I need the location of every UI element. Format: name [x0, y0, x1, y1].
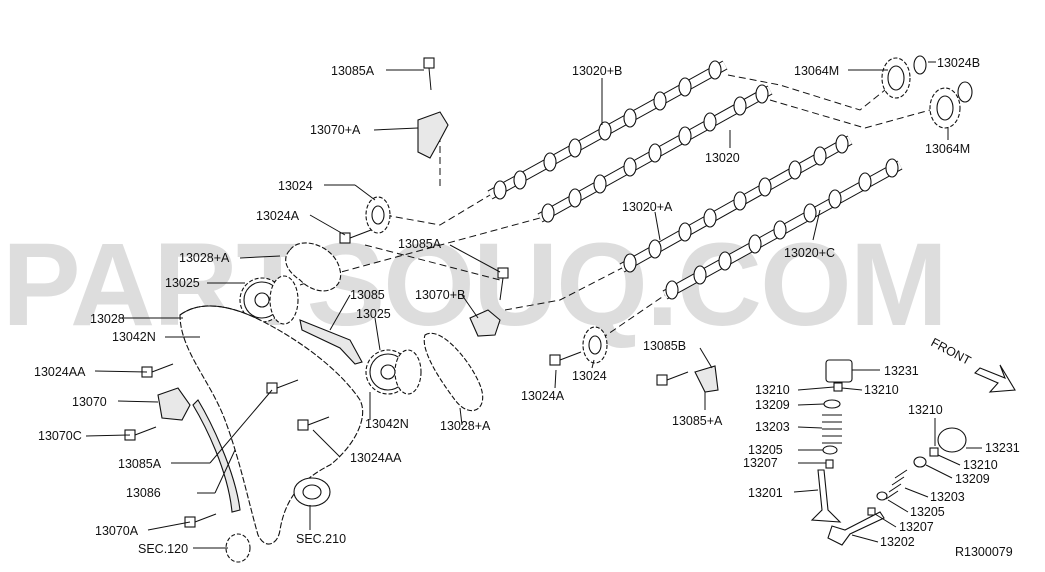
- bolt-13085a-top: [423, 57, 435, 91]
- label-13207-left: 13207: [743, 456, 778, 470]
- label-13064m-right: 13064M: [925, 142, 970, 156]
- bolt-13024a-bottom: [549, 351, 582, 366]
- sprocket-13024-bottom: [582, 326, 608, 364]
- leader-lines: [85, 61, 982, 549]
- sec120-sprocket: [225, 533, 251, 563]
- chain-13028a-top: [285, 242, 342, 292]
- label-13207-right: 13207: [899, 520, 934, 534]
- label-13210-left-2: 13210: [864, 383, 899, 397]
- ring-13024b: [913, 55, 973, 103]
- label-13042n-center: 13042N: [365, 417, 409, 431]
- label-13085a-mid: 13085A: [398, 237, 442, 251]
- camshaft-13020-b: [487, 60, 728, 200]
- label-13024b: 13024B: [937, 56, 980, 70]
- label-13085a-top: 13085A: [331, 64, 375, 78]
- label-13020c: 13020+C: [784, 246, 835, 260]
- label-13020b: 13020+B: [572, 64, 622, 78]
- chain-13028a-bottom: [423, 332, 484, 412]
- front-label: FRONT: [929, 335, 974, 368]
- label-13064m-top: 13064M: [794, 64, 839, 78]
- label-13070c: 13070C: [38, 429, 82, 443]
- label-sec210: SEC.210: [296, 532, 346, 546]
- label-13205-right: 13205: [910, 505, 945, 519]
- tensioner-13070: [157, 387, 191, 421]
- label-13070b: 13070+B: [415, 288, 465, 302]
- guide-13085: [299, 319, 363, 365]
- sec210-sprocket: [293, 477, 331, 507]
- tensioner-13070a-top: [417, 111, 449, 159]
- guide-13086: [192, 399, 241, 513]
- bolt-13085b: [656, 371, 689, 386]
- label-13205-left: 13205: [748, 443, 783, 457]
- valve-stack-left: [810, 359, 853, 523]
- label-13028a-top: 13028+A: [179, 251, 230, 265]
- label-13070a-low: 13070A: [95, 524, 139, 538]
- label-13202: 13202: [880, 535, 915, 549]
- label-13024a-top: 13024A: [256, 209, 300, 223]
- sprocket-13025-left: [239, 275, 299, 325]
- label-13020a: 13020+A: [622, 200, 673, 214]
- bolt-13070c: [124, 426, 157, 441]
- label-13070: 13070: [72, 395, 107, 409]
- camshaft-13020-a: [619, 134, 853, 273]
- valve-stack-right: [827, 427, 967, 546]
- label-13201: 13201: [748, 486, 783, 500]
- label-13085b: 13085B: [643, 339, 686, 353]
- label-13085a-right: 13085+A: [672, 414, 723, 428]
- label-13231-right: 13231: [985, 441, 1020, 455]
- label-13025-center: 13025: [356, 307, 391, 321]
- label-13231-left: 13231: [884, 364, 919, 378]
- label-13210-right-2: 13210: [963, 458, 998, 472]
- label-13024a-bottom: 13024A: [521, 389, 565, 403]
- front-arrow: [974, 364, 1016, 393]
- sprocket-13064m-right: [929, 87, 961, 129]
- label-13028a-bottom: 13028+A: [440, 419, 491, 433]
- bolt-13070a-low: [184, 513, 217, 528]
- label-13085a-low: 13085A: [118, 457, 162, 471]
- label-13210-left-1: 13210: [755, 383, 790, 397]
- label-13086: 13086: [126, 486, 161, 500]
- label-13024-bottom: 13024: [572, 369, 607, 383]
- sprocket-13025-center: [365, 349, 422, 395]
- label-13203-left: 13203: [755, 420, 790, 434]
- label-13203-right: 13203: [930, 490, 965, 504]
- label-13070a-top: 13070+A: [310, 123, 361, 137]
- camshaft-13020-c: [662, 158, 903, 300]
- sprocket-13064m-top: [881, 57, 911, 99]
- sprocket-13024-top: [365, 196, 391, 234]
- label-sec120: SEC.120: [138, 542, 188, 556]
- label-13042n-left: 13042N: [112, 330, 156, 344]
- label-13020: 13020: [705, 151, 740, 165]
- camshaft-13020: [537, 84, 773, 223]
- label-13024aa-center: 13024AA: [350, 451, 402, 465]
- label-13025-left: 13025: [165, 276, 200, 290]
- label-13024-top: 13024: [278, 179, 313, 193]
- label-13209-right: 13209: [955, 472, 990, 486]
- label-13210-right-1: 13210: [908, 403, 943, 417]
- label-13209-left: 13209: [755, 398, 790, 412]
- bracket-13085a-right: [694, 365, 719, 393]
- label-13028: 13028: [90, 312, 125, 326]
- label-13024aa-left: 13024AA: [34, 365, 86, 379]
- bolt-13024aa-left: [141, 363, 174, 378]
- label-13085: 13085: [350, 288, 385, 302]
- bolt-13085a-mid: [497, 267, 509, 301]
- reference-code: R1300079: [955, 545, 1013, 559]
